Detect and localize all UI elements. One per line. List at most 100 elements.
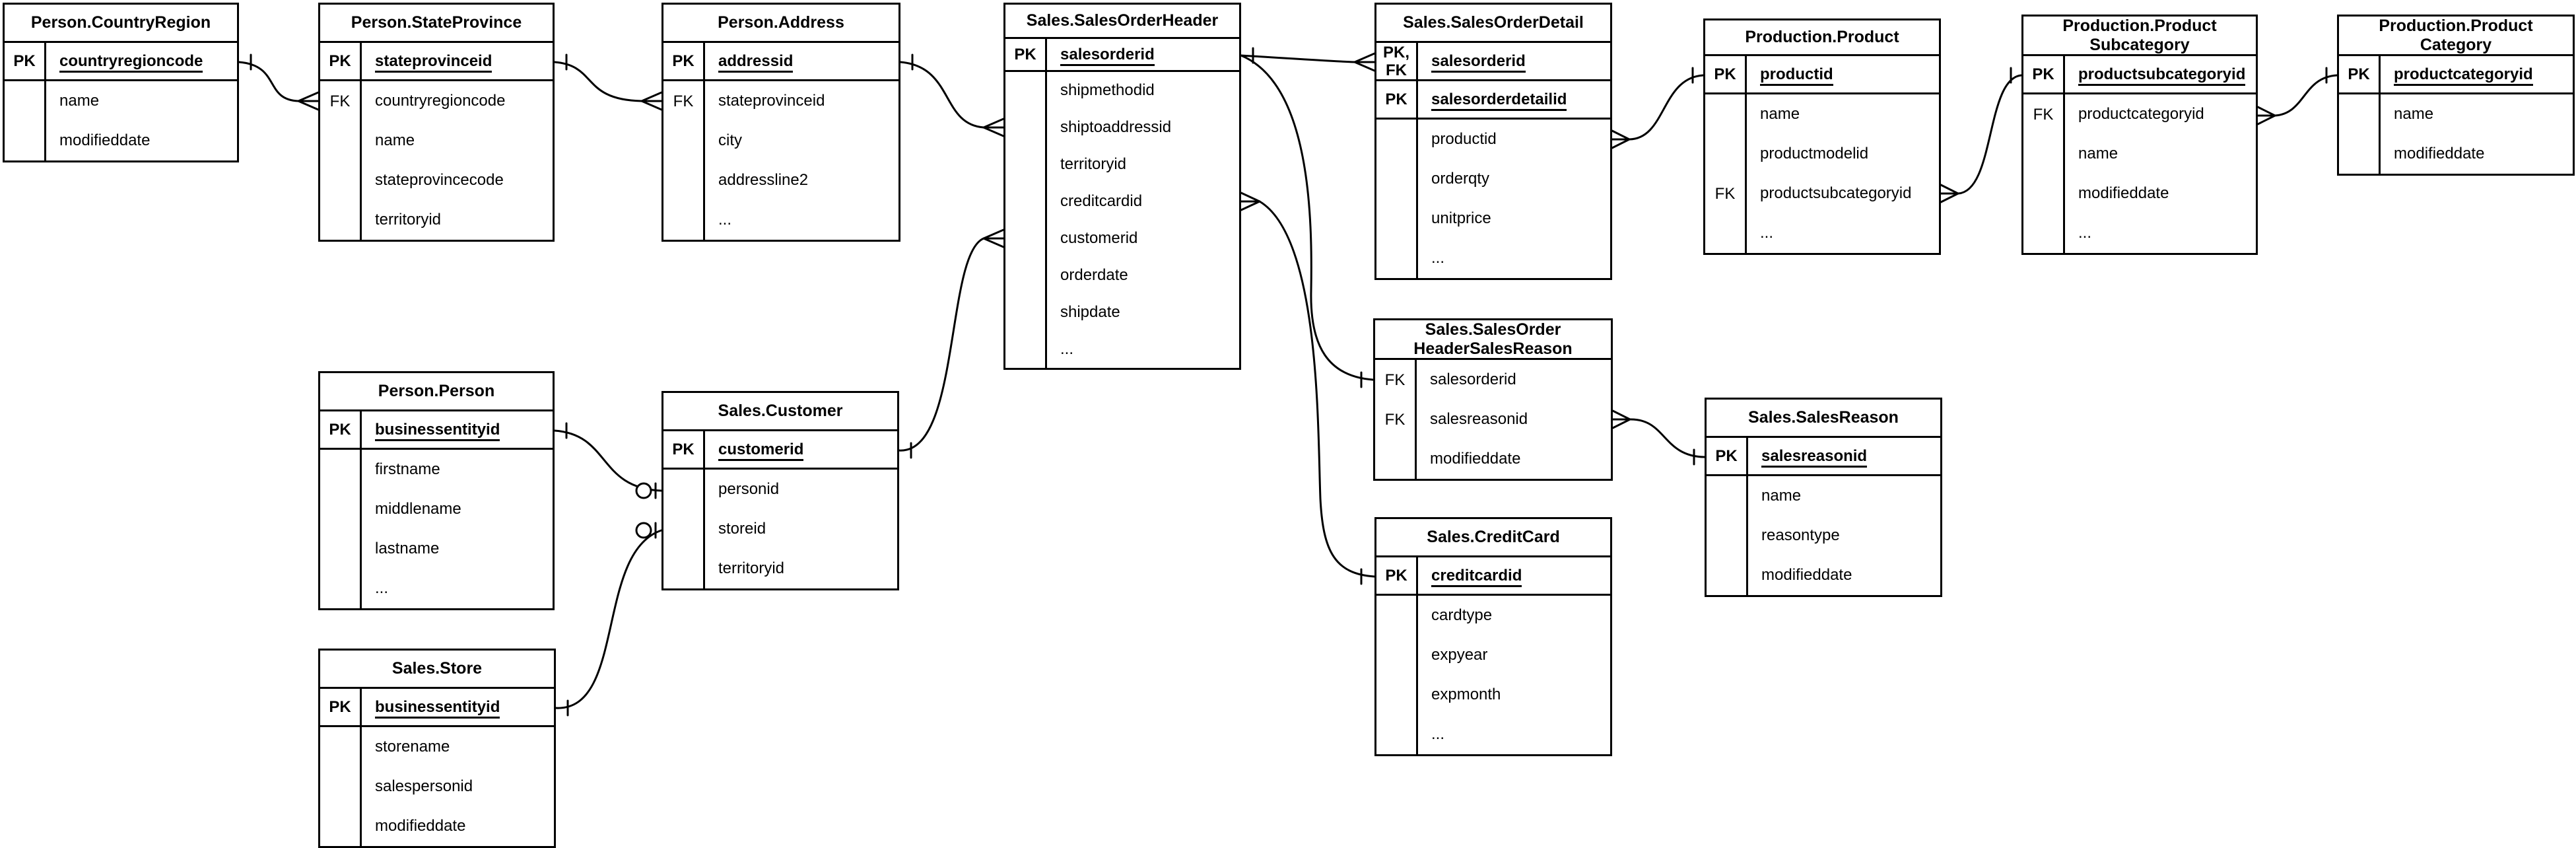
key-column-divider [1745, 56, 1747, 253]
key-label-line: PK [1715, 447, 1738, 465]
table-row: productmodelid [1705, 134, 1939, 174]
field-cell: shiptoaddressid [1045, 118, 1239, 137]
field-cell: name [1746, 487, 1940, 505]
field-cell: ... [1416, 725, 1610, 744]
table-row: name [2023, 134, 2256, 174]
table-row: customerid [1005, 220, 1239, 257]
key-label: PK [2023, 65, 2063, 83]
key-label-line: PK [13, 52, 36, 70]
table-row: productid [1376, 120, 1610, 159]
table-title-line: Sales.Customer [718, 402, 843, 420]
field-name: modifieddate [2078, 184, 2169, 202]
cardinality-marks-icon [1252, 47, 1376, 72]
field-name: countryregioncode [59, 52, 203, 73]
field-name: productcategoryid [2078, 105, 2204, 123]
field-name: businessentityid [375, 697, 500, 719]
field-name: salesreasonid [1761, 446, 1868, 468]
table-row: city [663, 121, 898, 160]
cardinality-marks-icon [1240, 192, 1363, 585]
table-row: modifieddate [1707, 555, 1940, 595]
key-label-line: PK [329, 421, 351, 439]
relationship-line-salesorderheader-headersalesreason [1240, 54, 1374, 381]
key-column-divider [1416, 43, 1418, 278]
field-name: creditcardid [1060, 192, 1143, 210]
field-cell: middlename [360, 500, 553, 518]
table-row: territoryid [1005, 146, 1239, 183]
relationship-line-address-salesorderheader [899, 61, 985, 129]
key-label: PK [663, 441, 703, 458]
field-cell: salesreasonid [1415, 410, 1611, 429]
field-name: customerid [718, 440, 804, 461]
field-cell: territoryid [360, 211, 553, 229]
table-title-line: Person.CountryRegion [30, 13, 211, 32]
field-name: name [2394, 105, 2434, 123]
field-cell: modifieddate [360, 817, 554, 835]
field-cell: territoryid [1045, 155, 1239, 174]
key-label: PK [320, 698, 360, 716]
field-name: cardtype [1431, 606, 1493, 624]
field-cell: expmonth [1416, 686, 1610, 704]
key-label: FK [663, 92, 703, 110]
field-cell: shipmethodid [1045, 81, 1239, 100]
table-row: ... [320, 569, 553, 608]
field-name: modifieddate [59, 131, 151, 149]
zero-cardinality-icon [635, 522, 652, 539]
table-row: name [1705, 94, 1939, 134]
table-row: lastname [320, 529, 553, 569]
field-name: reasontype [1761, 526, 1840, 544]
field-cell: businessentityid [360, 697, 554, 719]
field-name: unitprice [1431, 209, 1491, 227]
field-cell: cardtype [1416, 606, 1610, 625]
field-cell: salesorderdetailid [1416, 90, 1610, 111]
cardinality-marks-icon [910, 229, 1005, 459]
field-cell: shipdate [1045, 303, 1239, 322]
table-row: orderqty [1376, 159, 1610, 199]
key-label-line: PK [672, 52, 695, 70]
table-row: firstname [320, 450, 553, 489]
table-title: Person.CountryRegion [5, 5, 237, 43]
field-name: name [59, 92, 100, 110]
field-cell: ... [360, 579, 553, 598]
key-label: PK [1705, 65, 1745, 83]
table-title: Sales.Store [320, 651, 554, 689]
field-cell: city [703, 131, 898, 150]
table-title: Sales.SalesOrderDetail [1376, 5, 1610, 43]
field-cell: addressline2 [703, 171, 898, 190]
key-label-line: PK [2032, 65, 2054, 83]
key-label: PK [1707, 447, 1746, 465]
table-title: Sales.SalesOrderHeader [1005, 5, 1239, 39]
table-row: shiptoaddressid [1005, 109, 1239, 146]
field-name: productmodelid [1760, 145, 1869, 162]
key-column-divider [360, 43, 362, 240]
field-cell: productid [1745, 65, 1939, 86]
cardinality-marks-icon [1940, 67, 2012, 203]
table-row: modifieddate [320, 806, 554, 846]
field-name: firstname [375, 460, 440, 478]
table-row: name [2339, 94, 2573, 134]
table-title: Sales.SalesReason [1707, 400, 1940, 438]
key-column-divider [360, 689, 362, 846]
field-cell: salesorderid [1045, 45, 1239, 66]
field-name: ... [1060, 340, 1074, 358]
cardinality-marks-icon [2256, 67, 2328, 125]
field-name: salesorderid [1430, 371, 1516, 388]
field-name: name [1760, 105, 1800, 123]
table-row: shipmethodid [1005, 72, 1239, 109]
table-row: modifieddate [1375, 439, 1611, 479]
field-name: orderqty [1431, 170, 1490, 188]
key-column-divider [44, 43, 46, 160]
field-name: territoryid [718, 559, 785, 577]
field-cell: territoryid [703, 559, 897, 578]
table-title-line: Production.Product [1745, 28, 1899, 46]
